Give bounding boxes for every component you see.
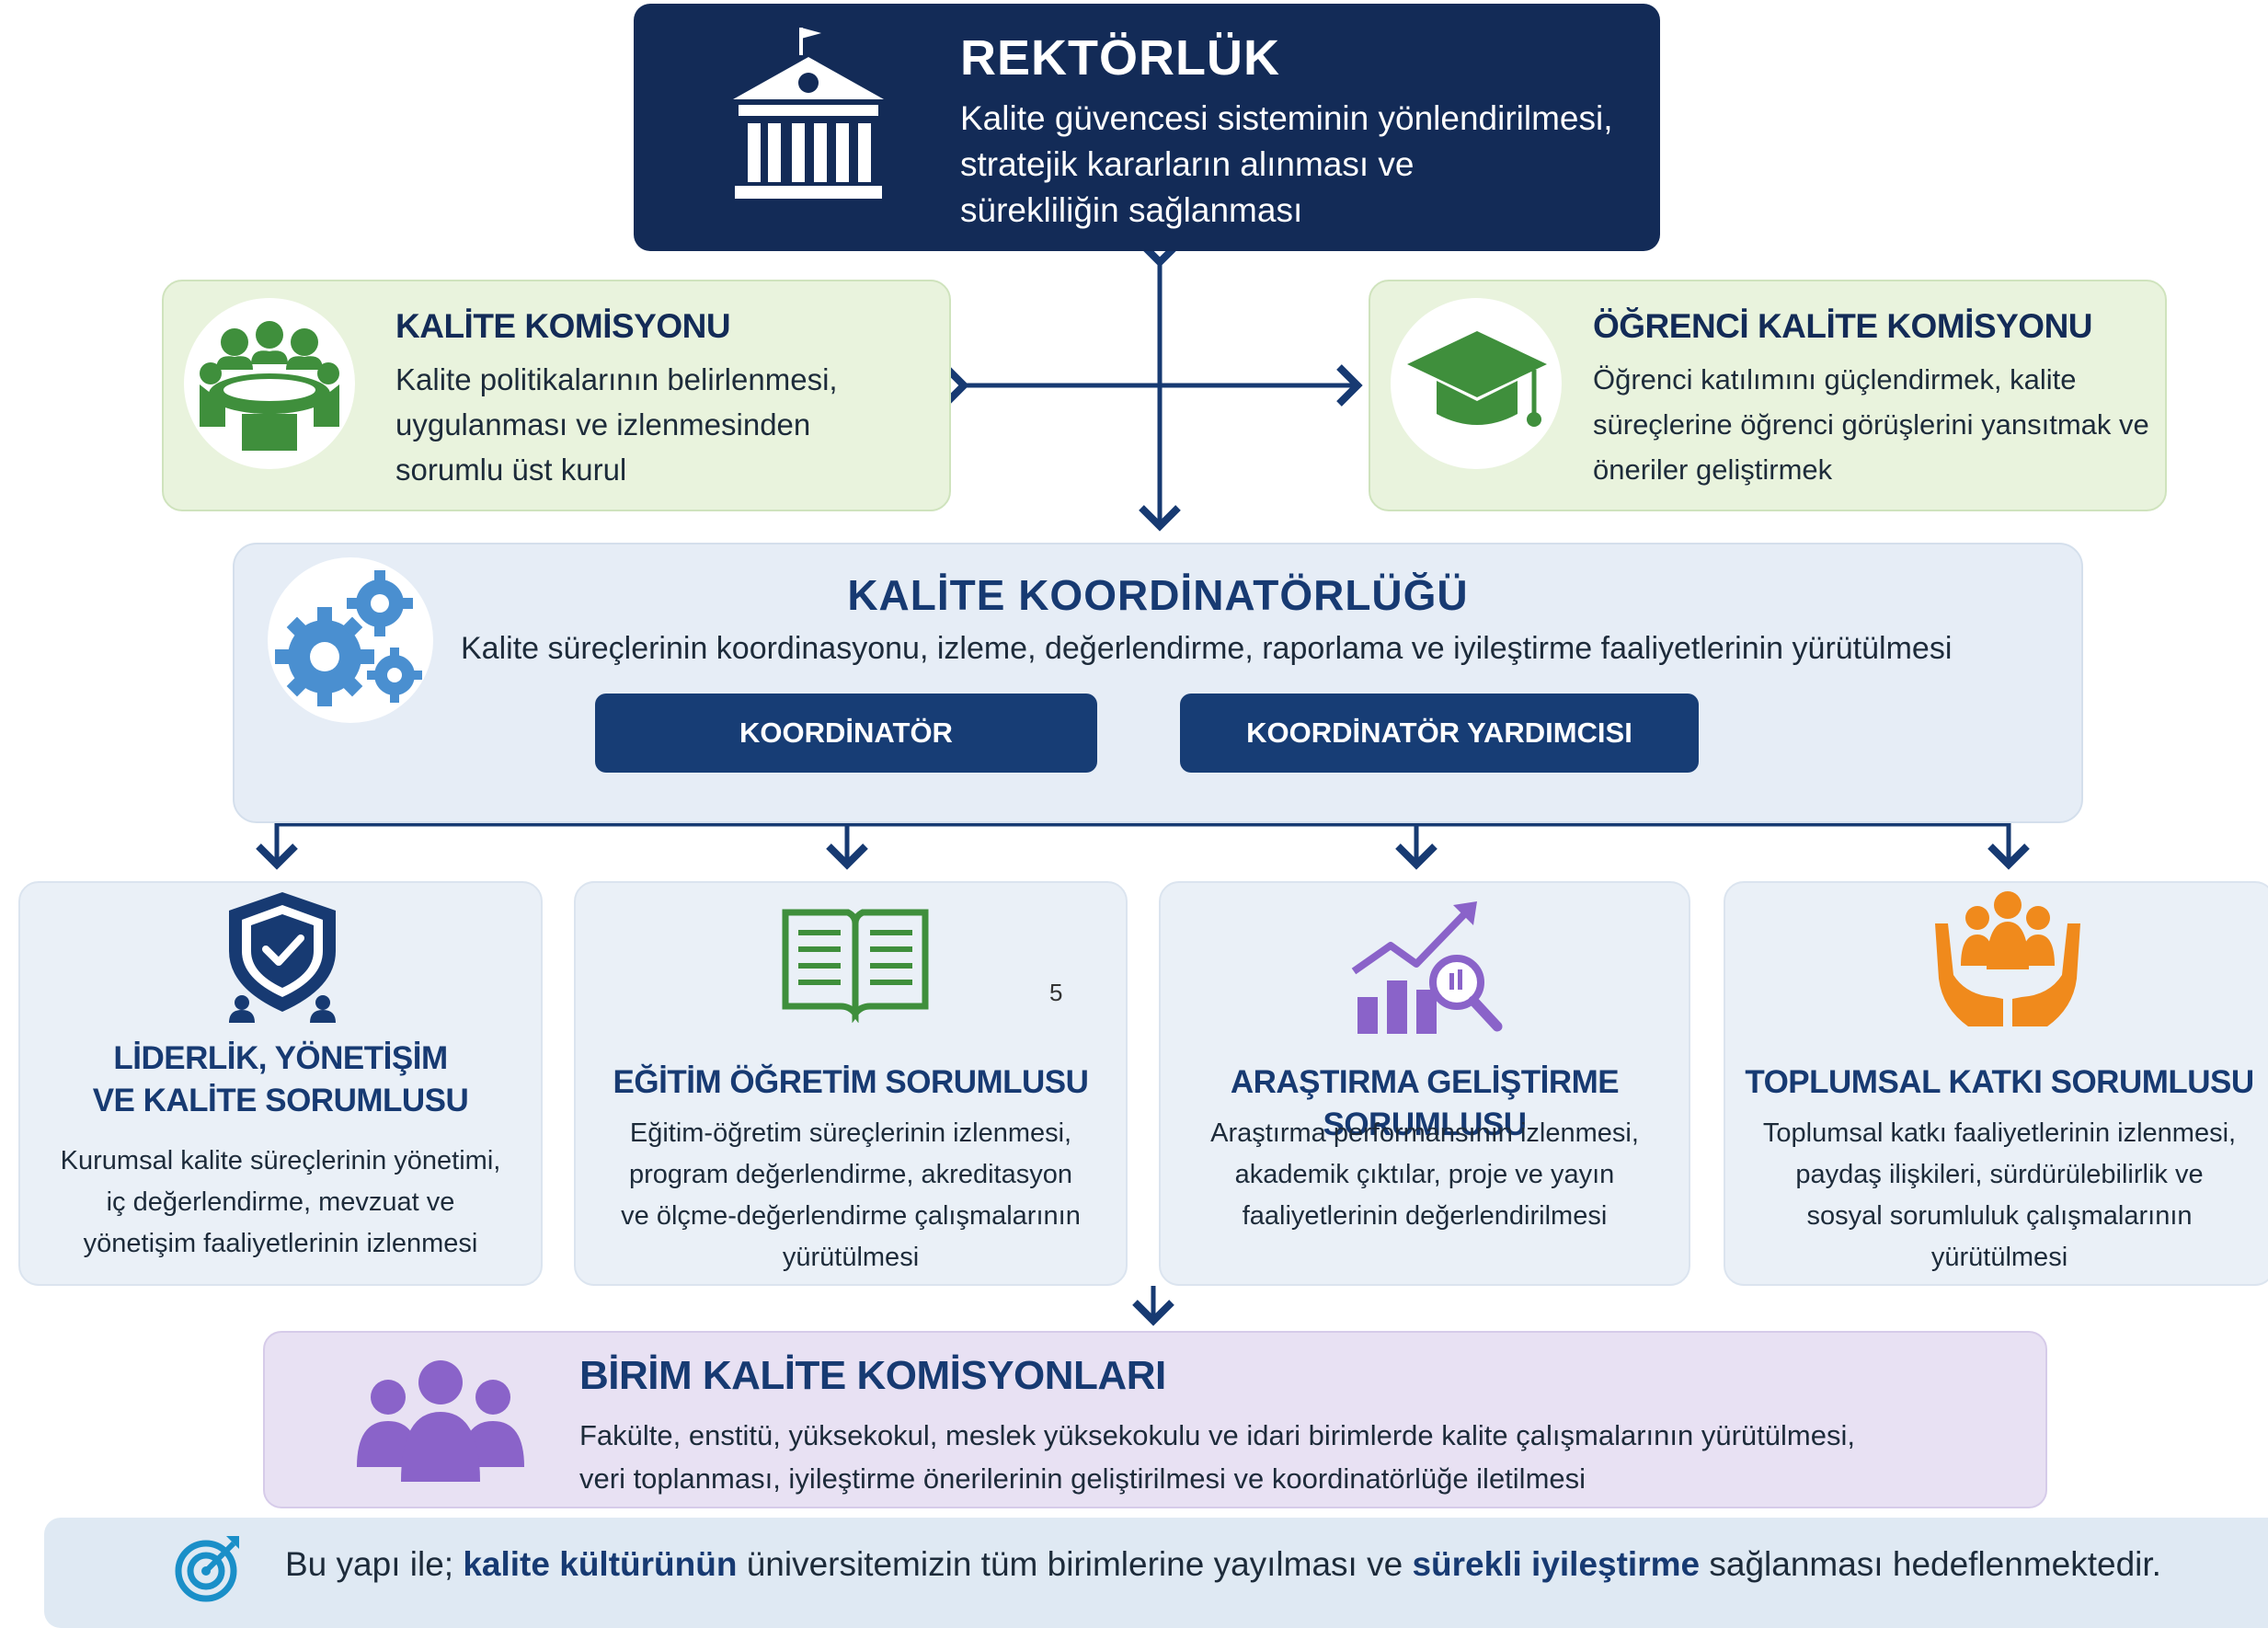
target-icon bbox=[175, 1536, 239, 1602]
card-leadership-description: Kurumsal kalite süreçlerinin yönetimi, i… bbox=[60, 1146, 501, 1258]
assistant-coordinator-label: KOORDİNATÖR YARDIMCISI bbox=[1180, 694, 1699, 773]
group-people-icon bbox=[357, 1360, 524, 1482]
unit-commissions-description: Fakülte, enstitü, yüksekokul, meslek yük… bbox=[579, 1419, 1855, 1495]
student-commission-title: ÖĞRENCİ KALİTE KOMİSYONU bbox=[1593, 307, 2093, 345]
card-community-description: Toplumsal katkı faaliyetlerinin izlenmes… bbox=[1762, 1118, 2237, 1272]
page-number: 5 bbox=[1049, 979, 1063, 1006]
quality-coordination-box: KALİTE KOORDİNATÖRLÜĞÜ Kalite süreçlerin… bbox=[233, 543, 2083, 823]
student-commission-icon-circle bbox=[1391, 298, 1562, 469]
university-building-icon bbox=[733, 28, 884, 199]
goal-statement-text: Bu yapı ile; kalite kültürünün üniversit… bbox=[285, 1545, 2161, 1583]
student-commission-box: ÖĞRENCİ KALİTE KOMİSYONU Öğrenci katılım… bbox=[1369, 280, 2167, 511]
card-research-description: Araştırma performansının izlenmesi, akad… bbox=[1210, 1118, 1639, 1231]
card-education-description: Eğitim-öğretim süreçlerinin izlenmesi, p… bbox=[621, 1118, 1081, 1272]
quality-commission-box: KALİTE KOMİSYONU Kalite politikalarının … bbox=[162, 280, 951, 511]
card-leadership: LİDERLİK, YÖNETİŞİM VE KALİTE SORUMLUSU … bbox=[18, 881, 543, 1286]
coordination-title: KALİTE KOORDİNATÖRLÜĞÜ bbox=[847, 571, 1469, 619]
shield-check-icon bbox=[229, 892, 336, 1023]
card-education: EĞİTİM ÖĞRETİM SORUMLUSU Eğitim-öğretim … bbox=[574, 881, 1128, 1286]
growth-chart-icon bbox=[1351, 901, 1503, 1034]
coordination-description: Kalite süreçlerinin koordinasyonu, izlem… bbox=[461, 631, 1953, 666]
goal-statement-bar: Bu yapı ile; kalite kültürünün üniversit… bbox=[44, 1518, 2268, 1628]
card-research-title: ARAŞTIRMA GELİŞTİRME SORUMLUSU bbox=[1230, 1064, 1620, 1142]
card-community: TOPLUMSAL KATKI SORUMLUSU Toplumsal katk… bbox=[1724, 881, 2268, 1286]
meeting-table-icon bbox=[200, 321, 339, 451]
coordination-icon-circle bbox=[268, 557, 433, 723]
graduation-cap-icon bbox=[1407, 331, 1547, 427]
quality-commission-description: Kalite politikalarının belirlenmesi, uyg… bbox=[395, 362, 838, 487]
unit-commissions-box: BİRİM KALİTE KOMİSYONLARI Fakülte, ensti… bbox=[263, 1331, 2047, 1508]
gears-icon bbox=[275, 570, 422, 706]
card-leadership-title: LİDERLİK, YÖNETİŞİM VE KALİTE SORUMLUSU bbox=[92, 1040, 469, 1118]
card-community-title: TOPLUMSAL KATKI SORUMLUSU bbox=[1745, 1064, 2254, 1100]
card-education-title: EĞİTİM ÖĞRETİM SORUMLUSU bbox=[613, 1064, 1089, 1100]
rector-title: REKTÖRLÜK bbox=[960, 30, 1280, 86]
coordinator-label: KOORDİNATÖR bbox=[595, 694, 1097, 773]
rector-description: Kalite güvencesi sisteminin yönlendirilm… bbox=[960, 99, 1613, 229]
card-research: ARAŞTIRMA GELİŞTİRME SORUMLUSU Araştırma… bbox=[1159, 881, 1690, 1286]
open-book-icon bbox=[782, 909, 929, 1023]
student-commission-description: Öğrenci katılımını güçlendirmek, kalite … bbox=[1593, 363, 2149, 486]
unit-commissions-title: BİRİM KALİTE KOMİSYONLARI bbox=[579, 1353, 1166, 1398]
community-hands-icon bbox=[1935, 891, 2080, 1026]
quality-commission-title: KALİTE KOMİSYONU bbox=[395, 307, 731, 345]
rector-box: REKTÖRLÜK Kalite güvencesi sisteminin yö… bbox=[634, 4, 1660, 251]
quality-commission-icon-circle bbox=[184, 298, 355, 469]
